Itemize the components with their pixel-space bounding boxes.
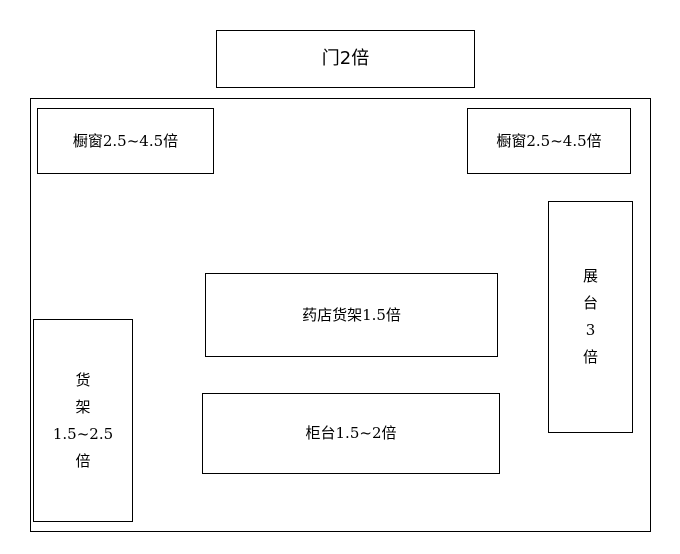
goods-shelf-box: 货 架 1.5~2.5 倍: [33, 319, 133, 522]
display-stand-line: 台: [582, 294, 598, 312]
display-stand-line: 3: [585, 321, 596, 339]
goods-shelf-label: 货 架 1.5~2.5 倍: [53, 367, 113, 475]
display-stand-line: 展: [582, 267, 598, 285]
window-right-box: 橱窗2.5~4.5倍: [467, 108, 631, 174]
window-left-box: 橱窗2.5~4.5倍: [37, 108, 214, 174]
display-stand-label: 展 台 3 倍: [583, 263, 598, 371]
display-stand-line: 倍: [582, 348, 598, 366]
counter-box: 柜台1.5~2倍: [202, 393, 500, 474]
window-right-label: 橱窗2.5~4.5倍: [496, 131, 602, 150]
door-label: 门2倍: [321, 48, 370, 69]
door-box: 门2倍: [216, 30, 475, 88]
counter-label: 柜台1.5~2倍: [305, 424, 397, 442]
window-left-label: 橱窗2.5~4.5倍: [72, 131, 179, 150]
goods-shelf-line: 倍: [75, 451, 91, 470]
goods-shelf-line: 架: [75, 397, 91, 416]
display-stand-box: 展 台 3 倍: [548, 201, 633, 433]
pharmacy-shelf-label: 药店货架1.5倍: [302, 305, 401, 324]
goods-shelf-line: 1.5~2.5: [52, 424, 114, 443]
pharmacy-shelf-box: 药店货架1.5倍: [205, 273, 498, 357]
goods-shelf-line: 货: [75, 370, 91, 389]
